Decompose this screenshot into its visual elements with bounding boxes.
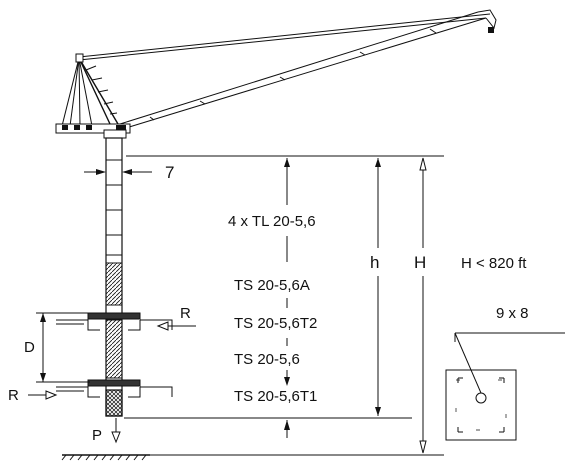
base-plan	[445, 332, 565, 441]
hook-block-icon	[488, 27, 494, 33]
mast-section-label-3: TS 20-5,6T2	[234, 315, 317, 332]
lower-tie-frame	[56, 379, 173, 398]
reaction-upper-label: R	[180, 305, 191, 322]
reaction-arrow-lower	[28, 390, 58, 400]
total-height-label: H	[414, 253, 426, 272]
height-limit-label: H < 820 ft	[461, 255, 527, 272]
mast-section-label-2: TS 20-5,6A	[234, 277, 310, 294]
total-height-dimension	[419, 157, 427, 454]
mast-head	[55, 13, 491, 139]
column-width-arrows	[84, 169, 152, 175]
mast-section-label-1: 4 x TL 20-5,6	[228, 213, 316, 230]
tie-spacing-dimension	[36, 312, 90, 383]
luffing-jib	[119, 9, 497, 129]
tie-spacing-label: D	[24, 339, 35, 356]
mast-sections-dimension	[284, 158, 290, 438]
load-arrow	[111, 418, 121, 444]
hook-height-label: h	[370, 253, 379, 272]
upper-tie-frame	[56, 312, 173, 331]
tower-mast	[105, 137, 123, 417]
column-width-label: 7	[165, 163, 174, 182]
base-size-label: 9 x 8	[496, 305, 529, 322]
load-label: P	[92, 427, 102, 444]
hook-height-dimension	[375, 158, 381, 416]
ground-line	[61, 454, 150, 461]
reaction-arrow-upper	[156, 321, 196, 331]
reaction-lower-label: R	[8, 387, 19, 404]
mast-section-label-4: TS 20-5,6	[234, 351, 300, 368]
mast-section-label-5: TS 20-5,6T1	[234, 388, 317, 405]
